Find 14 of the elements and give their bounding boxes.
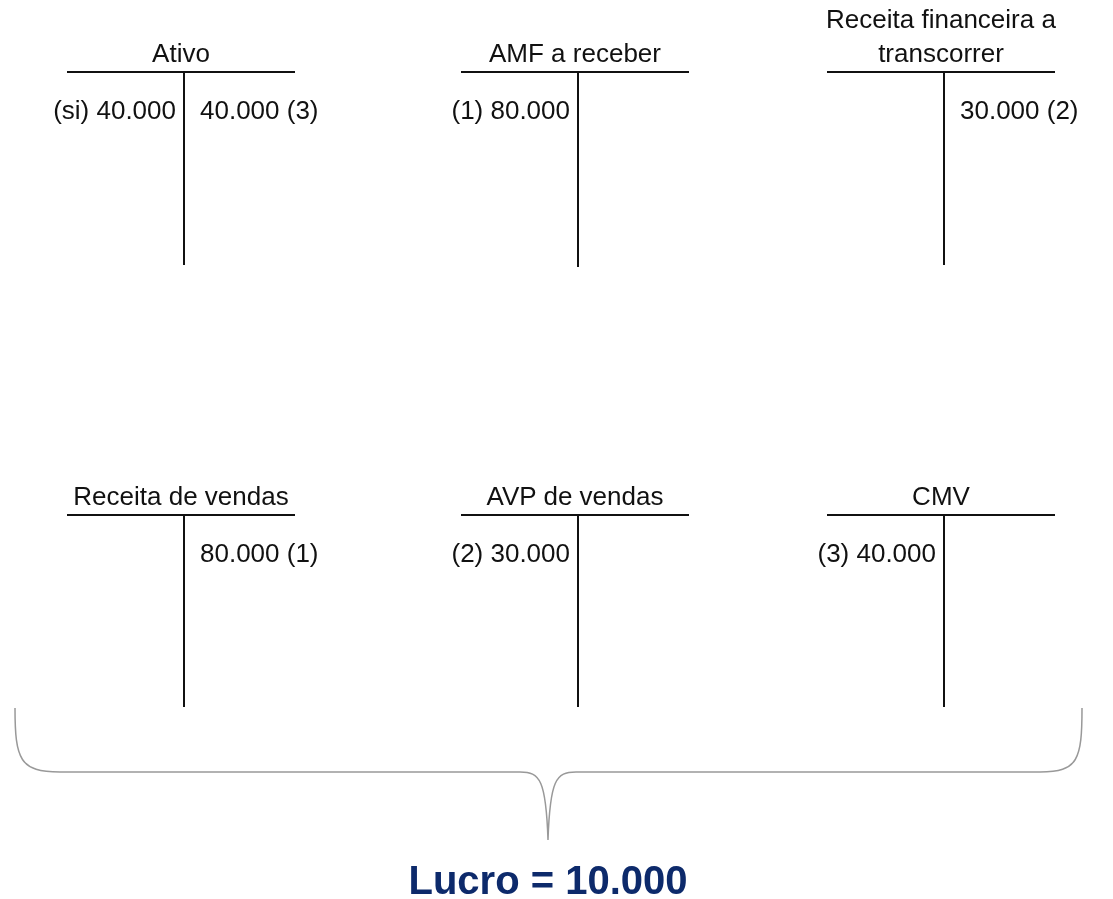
account-title: AMF a receber [488,37,662,70]
credit-entry: 40.000 (3) [200,95,319,125]
account-title: Receita de vendas [72,480,290,513]
debit-entry: (1) 80.000 [451,95,570,125]
debit-entry: (si) 40.000 [53,95,176,125]
result-label: Lucro = 10.000 [407,858,689,899]
account-title: AVP de vendas [485,480,665,513]
debit-entry: (2) 30.000 [451,538,570,568]
account-title: Receita financeira a transcorrer [825,3,1057,70]
account-title: CMV [911,480,971,513]
debit-entry: (3) 40.000 [817,538,936,568]
account-title: Ativo [151,37,211,70]
credit-entry: 80.000 (1) [200,538,319,568]
credit-entry: 30.000 (2) [960,95,1079,125]
